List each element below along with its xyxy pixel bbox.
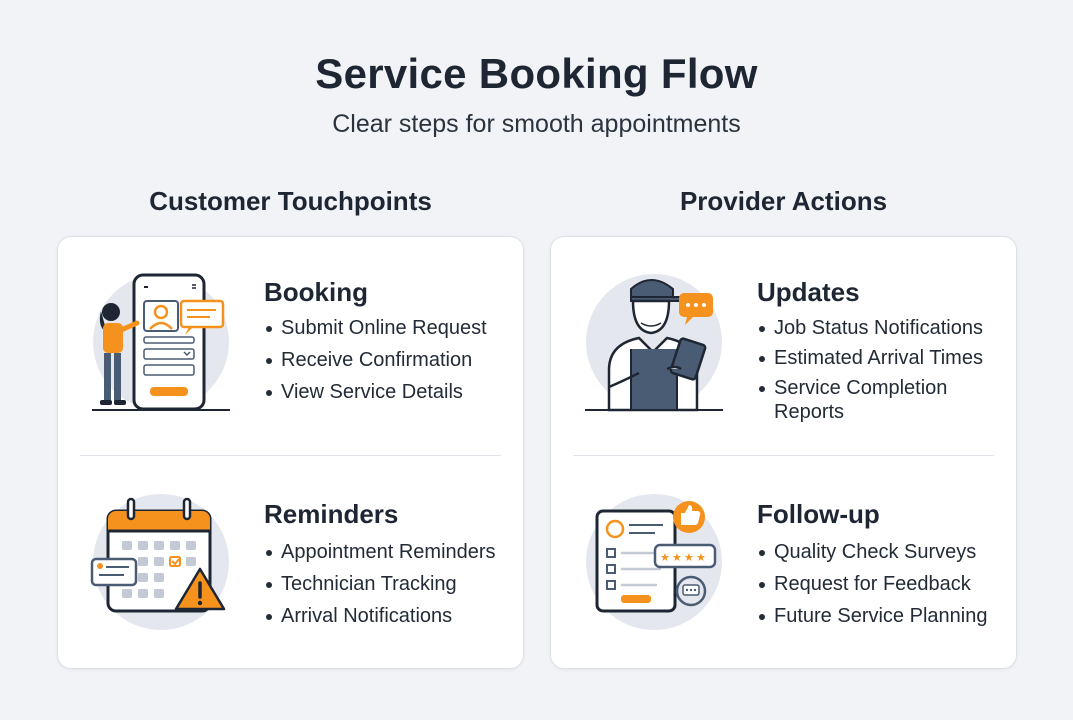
page-subtitle: Clear steps for smooth appointments	[332, 110, 741, 138]
section-title-booking: Booking	[264, 277, 368, 307]
calendar-alert-icon	[86, 487, 236, 637]
section-title-followup: Follow-up	[757, 499, 880, 529]
list-item: Service Completion Reports	[757, 376, 957, 424]
phone-booking-icon	[86, 267, 236, 417]
svg-text:★: ★	[672, 551, 682, 564]
technician-tablet-icon	[579, 267, 729, 417]
section-divider	[573, 455, 994, 456]
section-title-reminders: Reminders	[264, 499, 399, 529]
svg-text:★: ★	[696, 551, 706, 564]
list-item: Future Service Planning	[757, 604, 997, 628]
followup-section: ★ ★ ★ ★ Follow-up Quality Check Surveys …	[551, 459, 1016, 659]
list-item: Technician Tracking	[264, 572, 504, 596]
booking-section: Booking Submit Online Request Receive Co…	[58, 237, 523, 437]
page-title: Service Booking Flow	[315, 50, 758, 97]
list-item: Submit Online Request	[264, 316, 504, 340]
updates-list: Job Status Notifications Estimated Arriv…	[757, 316, 997, 432]
section-divider	[80, 455, 501, 456]
column-heading-customer: Customer Touchpoints	[149, 186, 432, 216]
svg-text:★: ★	[660, 551, 670, 564]
section-title-updates: Updates	[757, 277, 860, 307]
reminders-section: Reminders Appointment Reminders Technici…	[58, 459, 523, 659]
booking-list: Submit Online Request Receive Confirmati…	[264, 316, 504, 412]
list-item: View Service Details	[264, 380, 504, 404]
list-item: Estimated Arrival Times	[757, 346, 997, 370]
list-item: Job Status Notifications	[757, 316, 997, 340]
provider-actions-card: Updates Job Status Notifications Estimat…	[550, 236, 1017, 669]
followup-list: Quality Check Surveys Request for Feedba…	[757, 540, 997, 636]
feedback-form-icon: ★ ★ ★ ★	[579, 487, 729, 637]
list-item: Arrival Notifications	[264, 604, 504, 628]
customer-touchpoints-card: Booking Submit Online Request Receive Co…	[57, 236, 524, 669]
reminders-list: Appointment Reminders Technician Trackin…	[264, 540, 504, 636]
column-heading-provider: Provider Actions	[679, 186, 888, 216]
list-item: Quality Check Surveys	[757, 540, 997, 564]
list-item: Receive Confirmation	[264, 348, 504, 372]
svg-text:★: ★	[684, 551, 694, 564]
updates-section: Updates Job Status Notifications Estimat…	[551, 237, 1016, 437]
list-item: Appointment Reminders	[264, 540, 504, 564]
list-item: Request for Feedback	[757, 572, 997, 596]
